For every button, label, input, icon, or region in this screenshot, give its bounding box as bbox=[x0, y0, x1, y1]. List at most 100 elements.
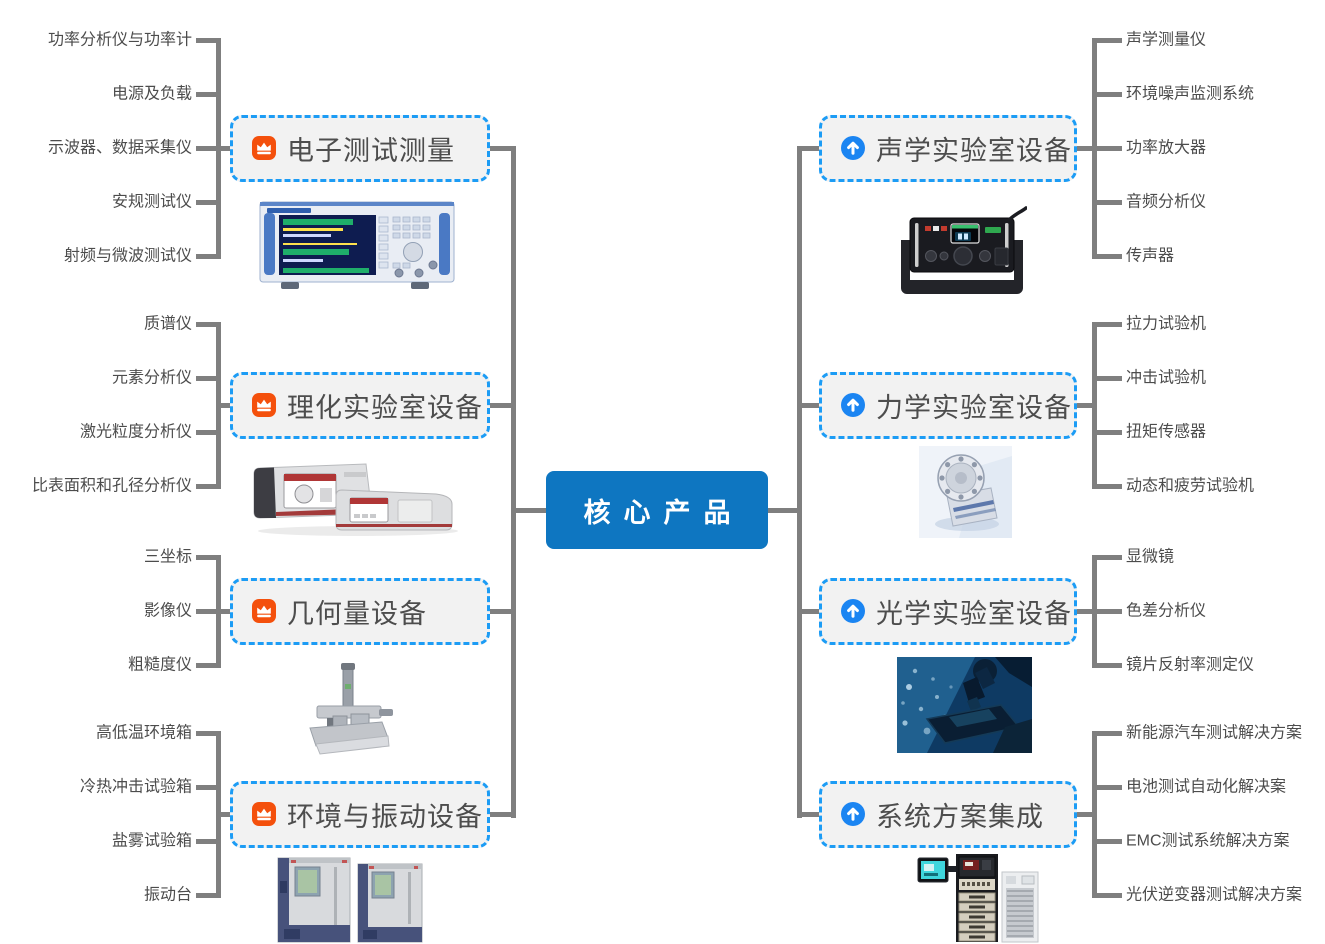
sub-item-label[interactable]: 镜片反射率测定仪 bbox=[1126, 656, 1255, 674]
mechanical-lab-product-photo bbox=[919, 446, 1012, 538]
sub-item-label[interactable]: 三坐标 bbox=[143, 548, 192, 566]
crown-icon bbox=[252, 136, 276, 160]
sub-item-label[interactable]: 冲击试验机 bbox=[1126, 369, 1207, 387]
category-box-system-integration[interactable]: 系统方案集成 bbox=[819, 780, 1077, 848]
physico-chemical-lab-product-photo bbox=[240, 452, 465, 537]
category-title: 力学实验室设备 bbox=[876, 392, 1072, 423]
sub-item-tick-line bbox=[196, 429, 221, 435]
sub-item-label[interactable]: 质谱仪 bbox=[143, 315, 192, 333]
category-box-environment-vibration[interactable]: 环境与振动设备 bbox=[230, 780, 490, 848]
category-box-geometric-metrology[interactable]: 几何量设备 bbox=[230, 577, 490, 645]
sub-item-label[interactable]: 元素分析仪 bbox=[111, 369, 192, 387]
sub-item-tick-line bbox=[1092, 784, 1122, 790]
sub-item-tick-line bbox=[196, 662, 221, 668]
category-title: 环境与振动设备 bbox=[287, 801, 483, 832]
sub-item-tick-line bbox=[1092, 662, 1122, 668]
trunk-stub-line bbox=[490, 402, 516, 408]
sub-item-tick-line bbox=[196, 253, 221, 259]
trunk-stub-line bbox=[490, 145, 516, 151]
sub-item-tick-line bbox=[1092, 483, 1122, 489]
sub-item-tick-line bbox=[1092, 199, 1122, 205]
trunk-line bbox=[797, 145, 802, 818]
sub-item-tick-line bbox=[1092, 145, 1122, 151]
trunk-line bbox=[511, 145, 516, 818]
sub-item-label[interactable]: 电源及负载 bbox=[111, 85, 192, 103]
sub-item-label[interactable]: 盐雾试验箱 bbox=[111, 832, 192, 850]
sub-item-tick-line bbox=[1092, 554, 1122, 560]
sub-item-label[interactable]: 示波器、数据采集仪 bbox=[47, 139, 192, 157]
sub-item-tick-line bbox=[196, 838, 221, 844]
sub-item-label[interactable]: 振动台 bbox=[143, 886, 192, 904]
sub-item-tick-line bbox=[1092, 429, 1122, 435]
crown-icon bbox=[252, 393, 276, 417]
sub-item-label[interactable]: 传声器 bbox=[1126, 247, 1175, 265]
sub-item-tick-line bbox=[1092, 375, 1122, 381]
sub-item-tick-line bbox=[1092, 730, 1122, 736]
system-integration-product-photo bbox=[916, 852, 1061, 944]
sub-item-label[interactable]: 扭矩传感器 bbox=[1126, 423, 1207, 441]
sub-item-label[interactable]: 光伏逆变器测试解决方案 bbox=[1126, 886, 1303, 904]
sub-item-tick-line bbox=[1092, 321, 1122, 327]
category-box-acoustic-lab[interactable]: 声学实验室设备 bbox=[819, 114, 1077, 182]
branch-stub-line bbox=[1077, 402, 1097, 408]
sub-item-label[interactable]: 显微镜 bbox=[1126, 548, 1175, 566]
branch-stub-line bbox=[216, 145, 230, 151]
crown-icon bbox=[252, 599, 276, 623]
sub-item-label[interactable]: 安规测试仪 bbox=[111, 193, 192, 211]
geometric-metrology-product-photo bbox=[300, 662, 395, 757]
sub-item-label[interactable]: 动态和疲劳试验机 bbox=[1126, 477, 1255, 495]
sub-item-label[interactable]: 拉力试验机 bbox=[1126, 315, 1207, 333]
sub-item-label[interactable]: 射频与微波测试仪 bbox=[63, 247, 192, 265]
sub-item-label[interactable]: 新能源汽车测试解决方案 bbox=[1126, 724, 1303, 742]
category-box-mechanical-lab[interactable]: 力学实验室设备 bbox=[819, 371, 1077, 439]
sub-item-label[interactable]: 功率分析仪与功率计 bbox=[47, 31, 192, 49]
sub-item-tick-line bbox=[1092, 91, 1122, 97]
sub-item-tick-line bbox=[196, 892, 221, 898]
arrow-up-circle-icon bbox=[841, 393, 865, 417]
sub-item-tick-line bbox=[196, 730, 221, 736]
sub-item-label[interactable]: 影像仪 bbox=[143, 602, 192, 620]
arrow-up-circle-icon bbox=[841, 136, 865, 160]
trunk-stub-line bbox=[797, 811, 819, 817]
category-box-electronic-test[interactable]: 电子测试测量 bbox=[230, 114, 490, 182]
sub-item-tick-line bbox=[1092, 892, 1122, 898]
center-connector-line bbox=[511, 507, 546, 513]
sub-item-label[interactable]: 声学测量仪 bbox=[1126, 31, 1207, 49]
sub-item-label[interactable]: 激光粒度分析仪 bbox=[79, 423, 192, 441]
branch-stub-line bbox=[1077, 608, 1097, 614]
environment-vibration-product-photo bbox=[276, 855, 424, 944]
sub-item-label[interactable]: EMC测试系统解决方案 bbox=[1126, 832, 1290, 850]
sub-item-tick-line bbox=[196, 375, 221, 381]
sub-item-tick-line bbox=[196, 554, 221, 560]
sub-item-tick-line bbox=[196, 199, 221, 205]
sub-item-label[interactable]: 色差分析仪 bbox=[1126, 602, 1207, 620]
optical-lab-product-photo bbox=[897, 657, 1032, 753]
sub-item-label[interactable]: 高低温环境箱 bbox=[95, 724, 192, 742]
category-box-optical-lab[interactable]: 光学实验室设备 bbox=[819, 577, 1077, 645]
category-title: 理化实验室设备 bbox=[287, 392, 483, 423]
center-connector-line bbox=[768, 507, 802, 513]
crown-icon bbox=[252, 802, 276, 826]
sub-item-tick-line bbox=[1092, 838, 1122, 844]
sub-item-label[interactable]: 电池测试自动化解决案 bbox=[1126, 778, 1287, 796]
sub-item-label[interactable]: 比表面积和孔径分析仪 bbox=[31, 477, 192, 495]
electronic-test-product-photo bbox=[253, 197, 461, 293]
trunk-stub-line bbox=[797, 402, 819, 408]
sub-item-label[interactable]: 环境噪声监测系统 bbox=[1126, 85, 1255, 103]
category-title: 电子测试测量 bbox=[287, 135, 455, 166]
sub-item-tick-line bbox=[196, 784, 221, 790]
sub-item-tick-line bbox=[196, 37, 221, 43]
center-node[interactable]: 核心产品 bbox=[546, 471, 768, 549]
sub-item-label[interactable]: 音频分析仪 bbox=[1126, 193, 1207, 211]
branch-stub-line bbox=[1077, 145, 1097, 151]
sub-item-label[interactable]: 粗糙度仪 bbox=[127, 656, 192, 674]
category-box-physico-chemical-lab[interactable]: 理化实验室设备 bbox=[230, 371, 490, 439]
category-title: 光学实验室设备 bbox=[876, 598, 1072, 629]
sub-item-tick-line bbox=[1092, 37, 1122, 43]
sub-item-tick-line bbox=[1092, 608, 1122, 614]
sub-item-label[interactable]: 功率放大器 bbox=[1126, 139, 1207, 157]
category-title: 系统方案集成 bbox=[876, 801, 1044, 832]
sub-item-label[interactable]: 冷热冲击试验箱 bbox=[79, 778, 192, 796]
sub-item-tick-line bbox=[196, 91, 221, 97]
branch-stub-line bbox=[216, 608, 230, 614]
